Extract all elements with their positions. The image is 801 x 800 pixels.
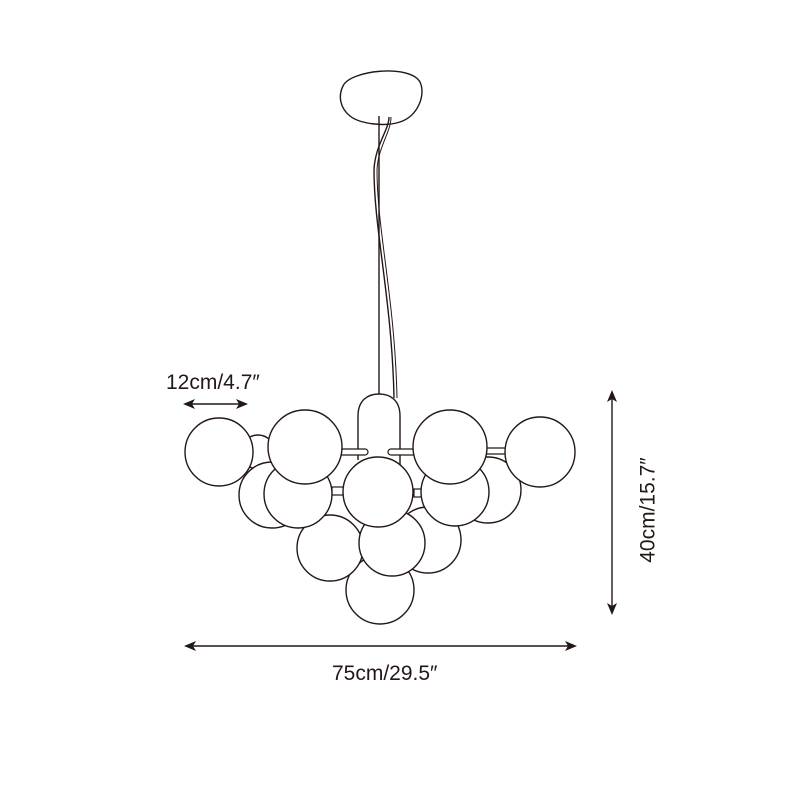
overall-width-label: 75cm/29.5″ — [332, 662, 438, 685]
globe-diameter-label: 12cm/4.7″ — [166, 371, 260, 394]
arm-mid-left — [331, 486, 345, 496]
overall-height-label: 40cm/15.7″ — [636, 457, 660, 563]
globe — [342, 456, 414, 528]
ceiling-canopy — [339, 70, 423, 126]
suspension-cable — [373, 116, 395, 399]
globe — [184, 417, 254, 487]
globe — [412, 409, 488, 485]
globe — [267, 409, 343, 485]
globe — [504, 416, 576, 488]
